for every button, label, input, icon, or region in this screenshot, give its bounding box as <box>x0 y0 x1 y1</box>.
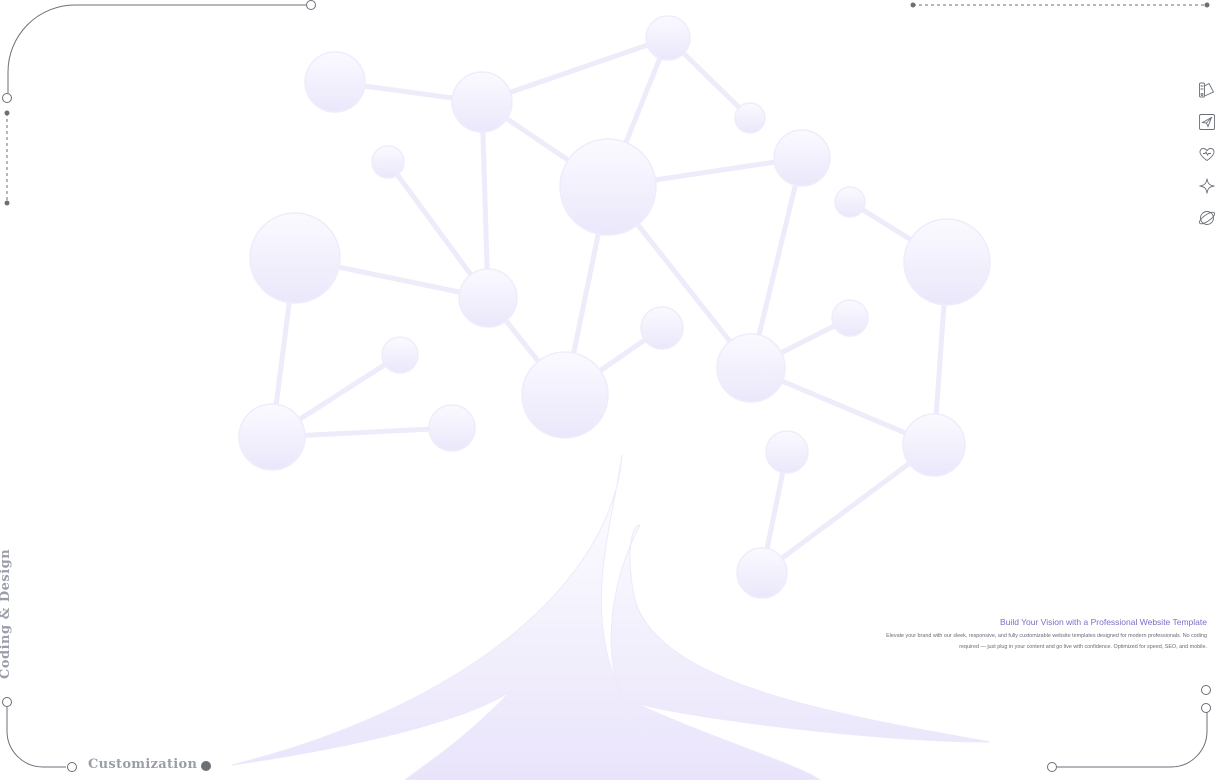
send-icon[interactable] <box>1197 112 1215 132</box>
section-label: Customization <box>88 757 198 772</box>
palette-icon[interactable] <box>1197 80 1215 100</box>
promo-body: Elevate your brand with our sleek, respo… <box>886 633 1207 650</box>
planet-icon[interactable] <box>1197 208 1215 228</box>
side-nav <box>1197 80 1215 228</box>
promo-block: Build Your Vision with a Professional We… <box>880 617 1207 652</box>
heart-icon[interactable] <box>1197 144 1215 164</box>
promo-title: Build Your Vision with a Professional We… <box>1000 617 1207 627</box>
sparkle-icon[interactable] <box>1197 176 1215 196</box>
vertical-brand-label: Coding & Design <box>0 548 13 679</box>
